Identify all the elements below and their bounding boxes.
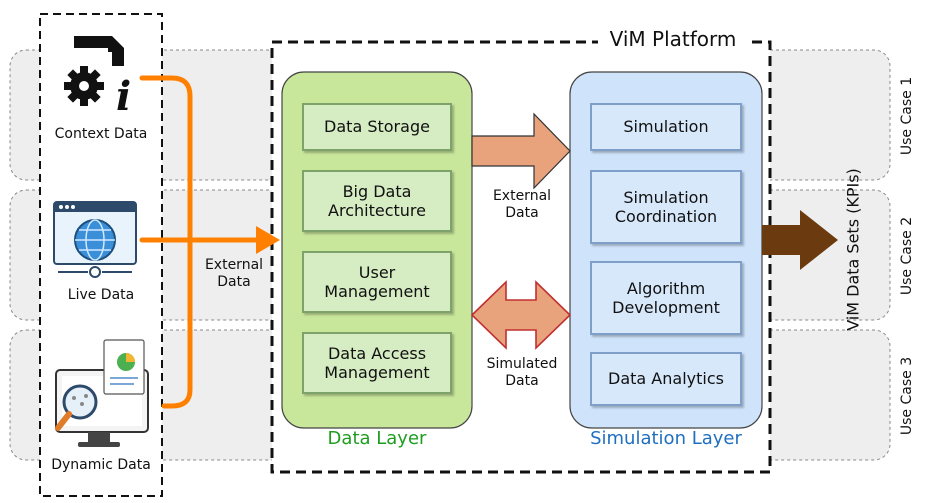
- orange-arrow-head: [256, 226, 280, 254]
- data-layer-item-label: Architecture: [328, 201, 426, 220]
- use-case-label-3: Use Case 3: [899, 356, 915, 436]
- simulation-layer-item-label: Algorithm: [626, 278, 706, 298]
- simulation-layer-item-label: Simulation: [623, 187, 709, 207]
- data-layer-title: Data Layer: [327, 428, 427, 449]
- data-layer-item-data-storage: Data Storage: [302, 103, 452, 151]
- simulation-layer-title: Simulation Layer: [590, 428, 742, 449]
- external-data-mid-line1: External: [492, 188, 552, 204]
- simulation-layer-item-simulation: Simulation: [590, 103, 742, 151]
- simulated-data-line2: Data: [505, 372, 539, 389]
- output-arrow: [762, 210, 838, 270]
- simulation-layer-item-analytics: Data Analytics: [590, 352, 742, 406]
- simulation-layer-item-label: Development: [612, 298, 720, 317]
- context-data-label: Context Data: [54, 126, 148, 142]
- data-layer-item-label: Management: [324, 363, 430, 382]
- data-layer-item-label: User: [358, 262, 396, 282]
- live-data-label: Live Data: [67, 287, 135, 303]
- svg-text:i: i: [116, 73, 131, 120]
- external-data-left-line2: Data: [217, 273, 251, 290]
- data-layer-item-label: Data Storage: [324, 117, 430, 137]
- simulation-layer-item-algorithm: Algorithm Development: [590, 261, 742, 335]
- external-data-mid-label: External Data: [480, 188, 564, 221]
- orange-connectors: [139, 75, 261, 409]
- simulation-layer-item-label: Simulation: [623, 117, 709, 137]
- simulation-layer-item-coordination: Simulation Coordination: [590, 170, 742, 244]
- external-data-left-line1: External: [204, 257, 264, 273]
- live-data-icon: [53, 201, 137, 278]
- data-layer-item-big-data: Big Data Architecture: [302, 170, 452, 232]
- platform-title: ViM Platform: [598, 27, 748, 52]
- external-data-left-label: External Data: [196, 257, 272, 290]
- data-layer-item-user-management: User Management: [302, 251, 452, 313]
- use-case-label-1: Use Case 1: [899, 76, 915, 156]
- simulation-layer-item-label: Data Analytics: [608, 369, 724, 389]
- simulated-data-line1: Simulated: [486, 356, 558, 372]
- dynamic-data-label: Dynamic Data: [51, 457, 151, 473]
- data-layer-item-label: Management: [324, 282, 430, 301]
- data-layer-item-data-access: Data Access Management: [302, 332, 452, 394]
- simulated-data-arrow: [470, 280, 572, 350]
- output-label: ViM Data Sets (KPIs): [843, 168, 863, 331]
- simulated-data-label: Simulated Data: [480, 356, 564, 389]
- use-case-label-2: Use Case 2: [899, 216, 915, 296]
- simulation-layer-item-label: Coordination: [614, 207, 718, 226]
- external-data-arrow: [471, 112, 571, 190]
- data-layer-item-label: Data Access: [327, 343, 427, 363]
- dynamic-data-icon: [55, 339, 149, 447]
- external-data-mid-line2: Data: [505, 204, 539, 221]
- data-layer-item-label: Big Data: [342, 181, 412, 201]
